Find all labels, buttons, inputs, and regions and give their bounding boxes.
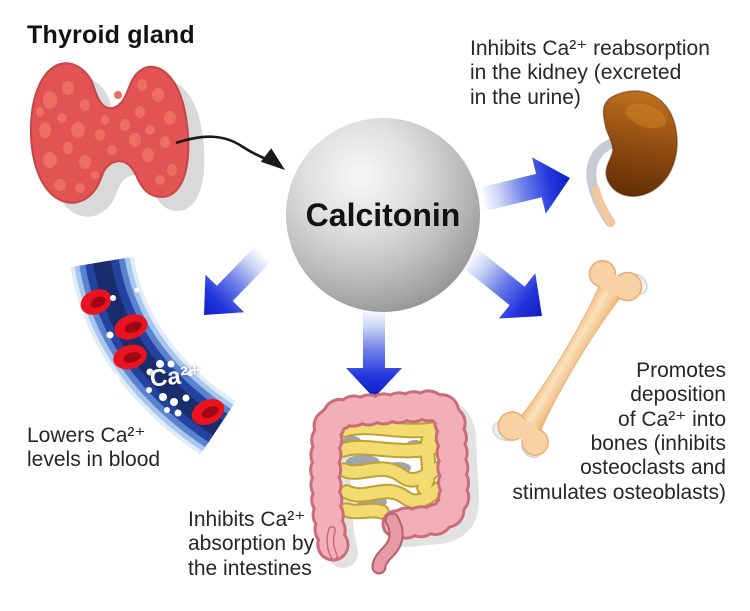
calcium-ion-dots <box>106 287 193 417</box>
pointer-curve <box>175 135 267 161</box>
hormone-label: Calcitonin <box>305 197 461 233</box>
rectum <box>371 512 404 575</box>
arrow-to-bone-icon <box>462 248 542 319</box>
thyroid-body <box>29 62 190 204</box>
diagram-title: Thyroid gland <box>27 21 195 49</box>
kidney-illustration <box>586 90 678 227</box>
arrow-to-intestine-icon <box>346 310 402 398</box>
intestines-illustration <box>309 389 480 575</box>
pointer-arrowhead-icon <box>260 148 285 170</box>
bone-illustration <box>492 260 648 459</box>
calcitonin-sphere <box>286 118 480 312</box>
thyroid-illustration <box>29 62 205 217</box>
appendix <box>326 526 338 560</box>
small-intestine-coils <box>335 419 449 520</box>
calcium-ion-label: Ca²⁺ <box>148 360 203 393</box>
bone-effect-text: Promotes deposition of Ca²⁺ into bones (… <box>512 359 726 504</box>
intestine-effect-text: Inhibits Ca²⁺ absorption by the intestin… <box>188 508 315 580</box>
kidney-highlight <box>625 103 667 129</box>
ureter-lower <box>592 186 615 227</box>
kidney-effect-text: Inhibits Ca²⁺ reabsorption in the kidney… <box>470 37 710 109</box>
large-intestine-colon <box>309 389 471 562</box>
blood-vessel-illustration <box>70 256 237 455</box>
arrow-to-kidney-icon <box>481 157 570 214</box>
blood-effect-text: Lowers Ca²⁺ levels in blood <box>27 424 161 472</box>
thyroid-to-calcitonin-arrow <box>175 135 285 170</box>
red-blood-cells <box>80 289 225 426</box>
arrow-to-blood-icon <box>204 247 270 315</box>
thyroid-follicle-spots <box>36 79 177 193</box>
